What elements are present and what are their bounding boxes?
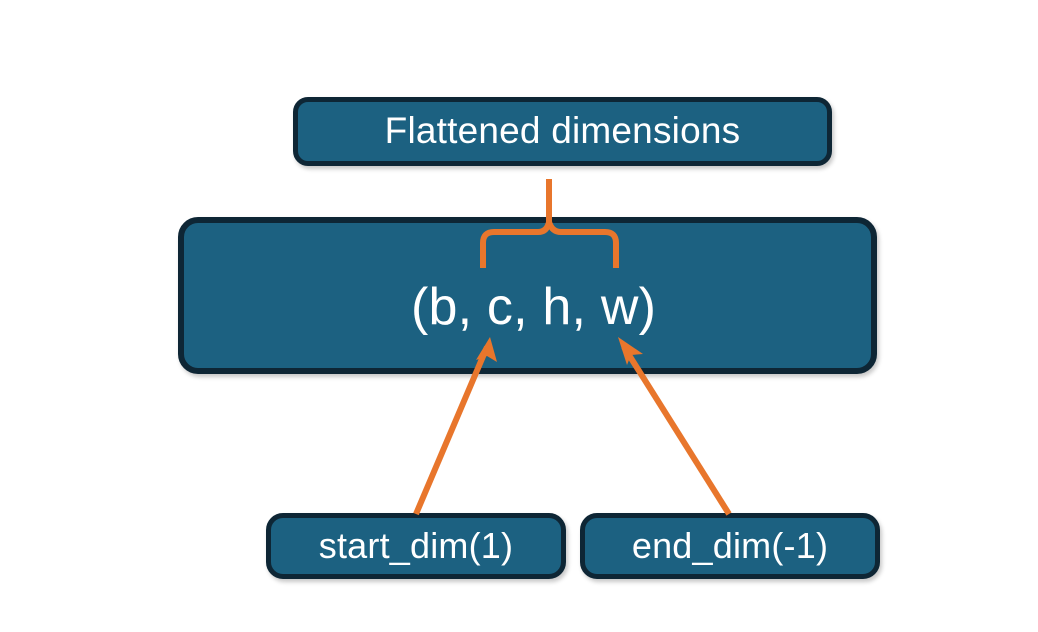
node-shape-tuple-label: (b, c, h, w): [411, 278, 657, 336]
node-end-dim-label: end_dim(-1): [631, 525, 829, 567]
node-flattened-dimensions[interactable]: Flattened dimensions: [293, 97, 832, 166]
node-start-dim[interactable]: start_dim(1): [266, 513, 566, 579]
node-flattened-dimensions-label: Flattened dimensions: [384, 110, 741, 152]
node-end-dim[interactable]: end_dim(-1): [580, 513, 880, 579]
node-shape-tuple[interactable]: (b, c, h, w): [178, 217, 877, 374]
node-start-dim-label: start_dim(1): [318, 525, 514, 567]
